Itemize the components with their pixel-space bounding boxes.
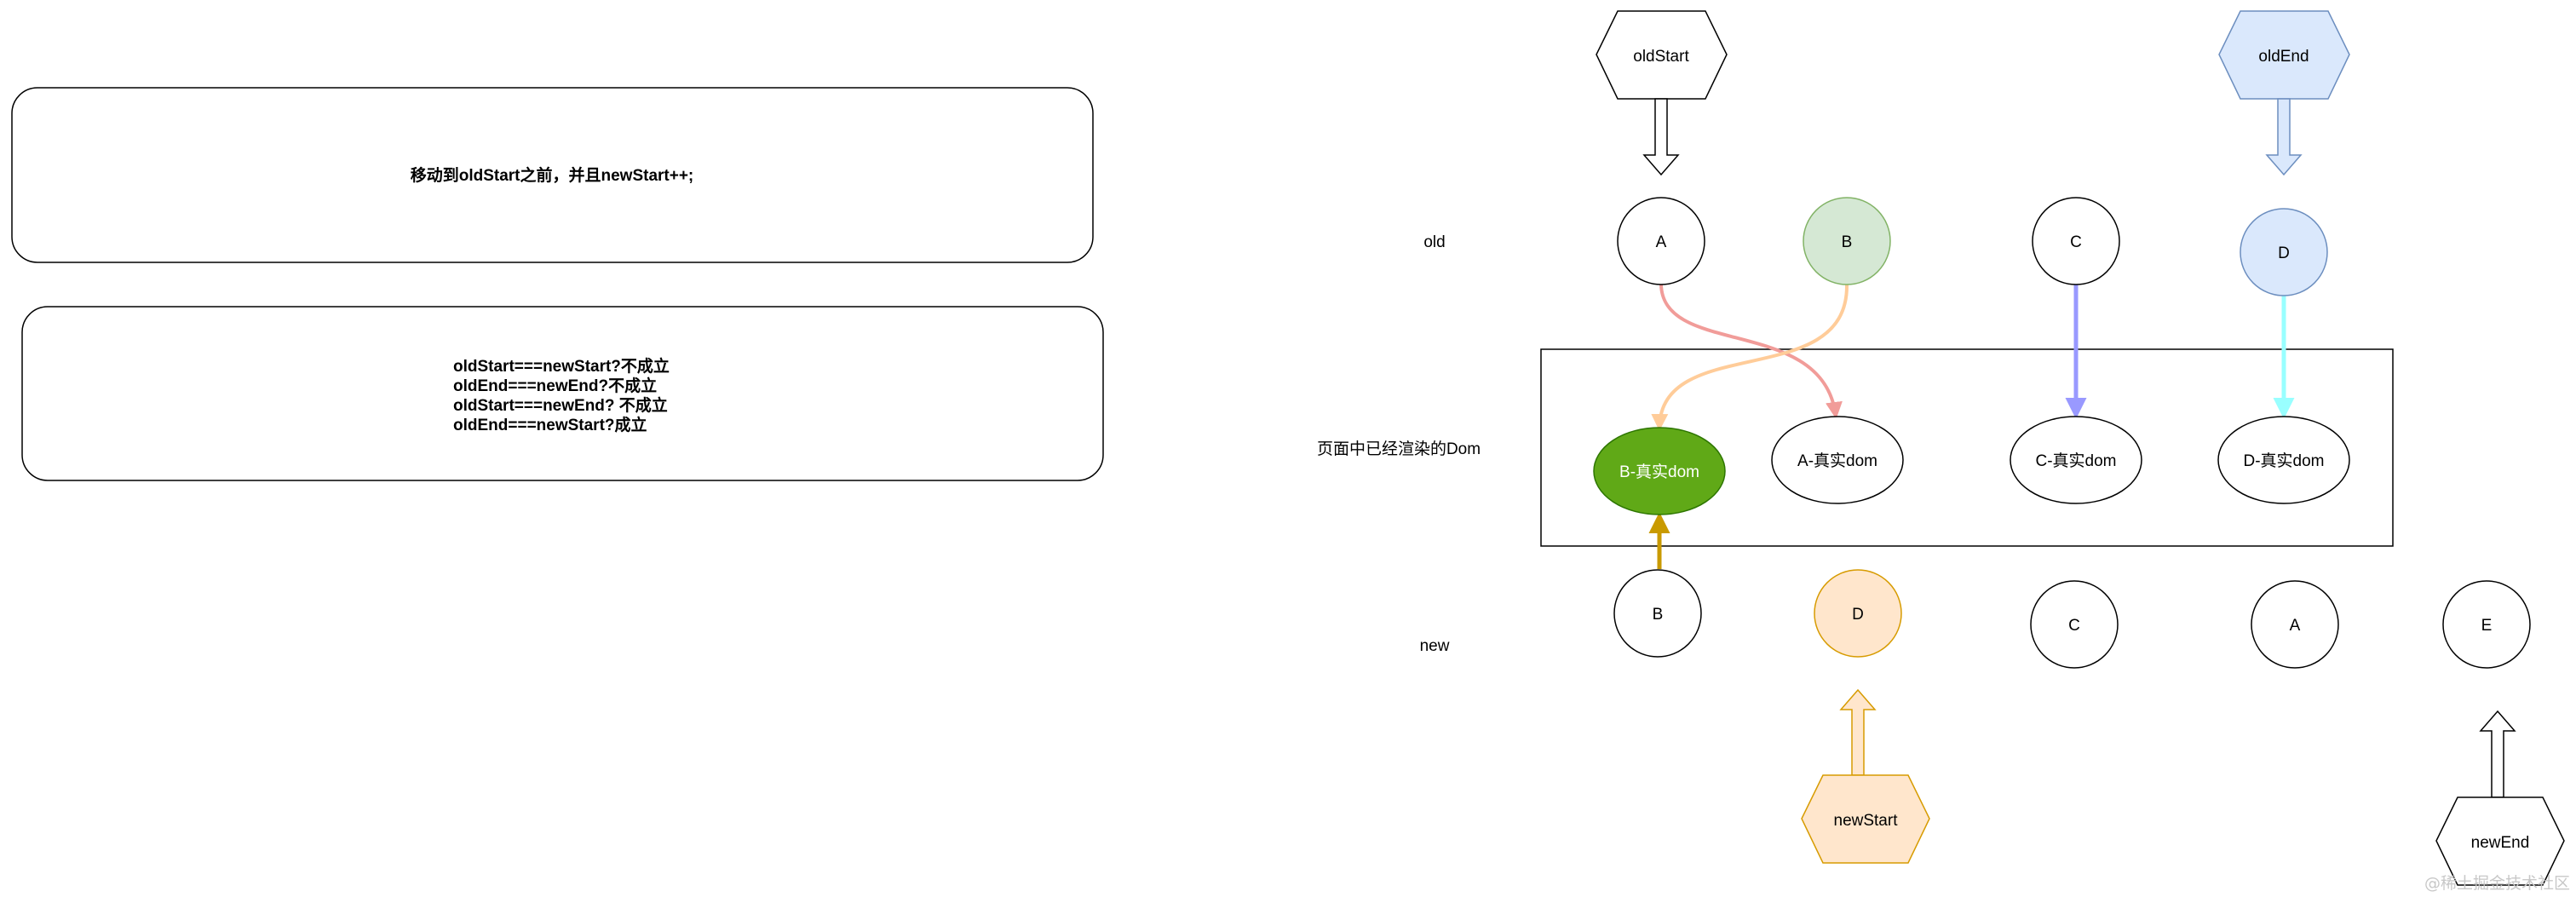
- svg-text:B-真实dom: B-真实dom: [1619, 463, 1699, 481]
- old-node-a: A: [1617, 197, 1705, 285]
- new-node-e: E: [2442, 580, 2531, 669]
- dom-node-c: C-真实dom: [2010, 416, 2142, 504]
- note-move-text: 移动到oldStart之前，并且newStart++;: [411, 165, 694, 185]
- svg-text:B: B: [1842, 233, 1853, 251]
- row-label-new: new: [1420, 637, 1450, 655]
- svg-text:D: D: [2278, 244, 2290, 262]
- comparison-line-1: oldStart===newStart?不成立: [453, 356, 670, 376]
- svg-text:D-真实dom: D-真实dom: [2243, 451, 2324, 470]
- old-node-c: C: [2032, 197, 2120, 285]
- new-end-label: newEnd: [2471, 834, 2530, 852]
- new-node-d: D: [1814, 569, 1902, 658]
- old-node-d: D: [2240, 208, 2328, 296]
- note-box-comparisons: [21, 306, 1104, 481]
- svg-text:A-真实dom: A-真实dom: [1797, 451, 1877, 470]
- new-node-b: B: [1613, 569, 1702, 658]
- svg-text:A: A: [1656, 233, 1667, 251]
- svg-text:C-真实dom: C-真实dom: [2035, 451, 2116, 470]
- comparison-line-3: oldStart===newEnd? 不成立: [453, 395, 668, 415]
- note-box-move: [11, 87, 1094, 263]
- new-node-c: C: [2030, 580, 2119, 669]
- svg-text:D: D: [1852, 606, 1864, 624]
- arrow-b-to-b-dom: [1651, 284, 1849, 431]
- new-start-label: newStart: [1834, 812, 1899, 830]
- new-start-pointer: newStart: [1801, 688, 1930, 864]
- comparison-line-2: oldEnd===newEnd?不成立: [453, 376, 657, 395]
- dom-node-b: B-真实dom: [1593, 427, 1726, 515]
- old-start-label: oldStart: [1633, 48, 1689, 66]
- new-end-pointer: newEnd: [2435, 710, 2565, 886]
- svg-text:A: A: [2290, 617, 2301, 635]
- svg-text:B: B: [1653, 606, 1664, 624]
- svg-text:C: C: [2070, 233, 2082, 251]
- dom-node-d: D-真实dom: [2217, 416, 2350, 504]
- old-end-pointer: oldEnd: [2218, 10, 2350, 176]
- old-start-pointer: oldStart: [1596, 10, 1728, 176]
- watermark-text: @稀土掘金技术社区: [2424, 874, 2570, 893]
- old-end-label: oldEnd: [2258, 48, 2309, 66]
- row-label-old: old: [1423, 233, 1445, 251]
- new-node-a: A: [2251, 580, 2339, 669]
- real-dom-container: [1540, 348, 2394, 547]
- arrow-a-to-a-dom: [1659, 284, 1843, 419]
- row-label-dom: 页面中已经渲染的Dom: [1317, 440, 1481, 458]
- old-node-b: B: [1803, 197, 1891, 285]
- dom-node-a: A-真实dom: [1771, 416, 1904, 504]
- svg-text:C: C: [2068, 617, 2080, 635]
- comparison-line-4: oldEnd===newStart?成立: [453, 415, 647, 434]
- svg-text:E: E: [2481, 617, 2493, 635]
